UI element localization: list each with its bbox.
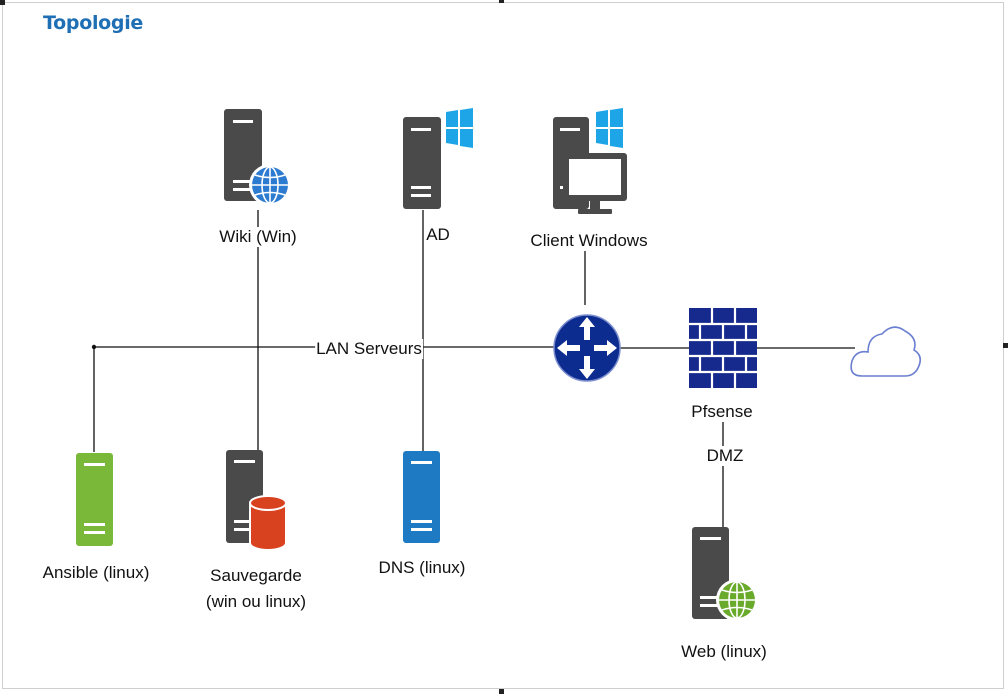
resize-handle[interactable] — [1003, 343, 1008, 348]
globe-icon — [249, 164, 291, 206]
lan-network-label: LAN Serveurs — [315, 339, 423, 359]
sauvegarde-label-line2: (win ou linux) — [204, 592, 308, 612]
dmz-network-label: DMZ — [705, 446, 745, 466]
firewall-icon — [689, 308, 757, 388]
web-label: Web (linux) — [680, 642, 768, 662]
cloud-icon — [850, 326, 922, 377]
sauvegarde-server-icon — [226, 450, 287, 551]
junction-dot — [91, 344, 97, 350]
pfsense-label: Pfsense — [690, 402, 754, 422]
client-windows-label: Client Windows — [529, 231, 649, 251]
monitor-icon — [563, 153, 627, 214]
wiki-label: Wiki (Win) — [218, 227, 298, 247]
windows-logo-icon — [596, 108, 623, 148]
dns-server-icon — [403, 451, 440, 543]
ad-label: AD — [425, 225, 451, 245]
resize-handle[interactable] — [499, 689, 504, 694]
client-windows-icon — [553, 108, 627, 214]
ansible-label: Ansible (linux) — [41, 563, 151, 583]
router-icon — [553, 314, 621, 382]
globe-icon — [716, 579, 758, 621]
web-server-icon — [692, 527, 758, 621]
windows-logo-icon — [446, 108, 473, 148]
sauvegarde-label-line1: Sauvegarde — [209, 566, 303, 586]
ad-server-icon — [403, 108, 473, 209]
wiki-server-icon — [224, 109, 291, 206]
resize-handle[interactable] — [0, 0, 5, 5]
dns-label: DNS (linux) — [377, 558, 467, 578]
resize-handle[interactable] — [499, 0, 504, 3]
ansible-server-icon — [76, 453, 113, 546]
database-icon — [249, 495, 287, 551]
page-title: Topologie — [43, 12, 144, 34]
